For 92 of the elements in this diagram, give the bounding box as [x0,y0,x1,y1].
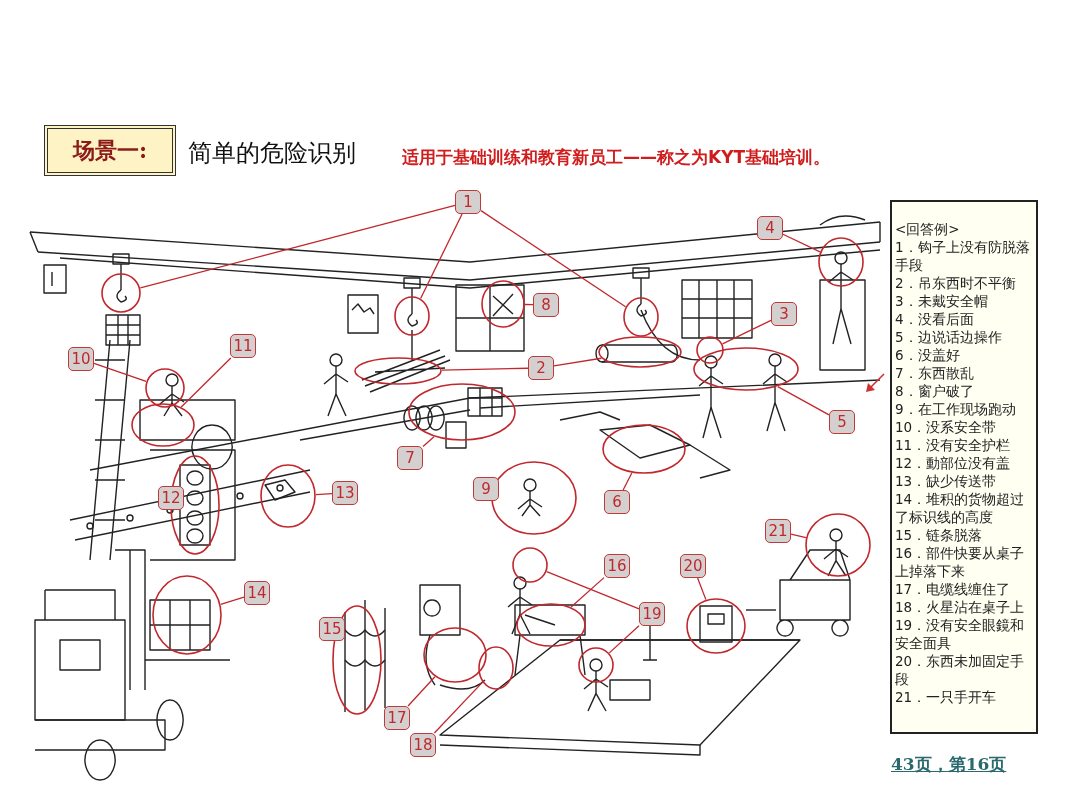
leader-line [777,385,830,416]
answer-item: 3．未戴安全帽 [895,292,989,310]
answer-item: 8．窗户破了 [895,382,975,400]
leader-line [553,357,602,367]
answer-item: 11．没有安全护栏 [895,436,1012,454]
answer-item: 12．動部位没有盖 [895,454,1012,472]
answer-item: 7．东西散乱 [895,364,975,382]
leader-line [139,204,456,289]
hazard-ellipse [623,297,659,337]
hazard-ellipse [145,368,185,408]
hazard-ellipse [131,403,195,447]
answer-item: 17．电缆线缠住了 [895,580,1012,598]
answer-item: 6．没盖好 [895,346,961,364]
leader-line [441,367,529,371]
callout-number: 17 [384,706,410,730]
leader-line [782,233,821,253]
hazard-ellipse [423,627,487,683]
hazard-ellipse [152,575,222,655]
list-heading: <回答例> [895,220,961,238]
answer-item: 16．部件快要从桌子上掉落下来 [895,544,1026,580]
answer-item: 4．没看后面 [895,310,975,328]
hazard-ellipse [408,383,516,441]
answer-item: 19．没有安全眼鏡和安全面具 [895,616,1026,652]
hazard-ellipse [260,464,316,528]
callout-number: 20 [680,554,706,578]
hazard-ellipse [602,424,686,474]
answer-item: 21．一只手开车 [895,688,998,706]
leader-line [419,213,463,300]
answer-item: 5．边说话边操作 [895,328,1003,346]
leader-line [622,472,633,491]
leader-line [315,493,333,496]
leader-line [422,436,435,448]
callout-number: 14 [244,581,270,605]
page-number-link: 43页，第16页 [891,753,1007,776]
callout-number: 6 [604,490,630,514]
hazard-ellipse [696,336,724,364]
leader-line [93,362,147,383]
answer-item: 18．火星沾在桌子上 [895,598,1026,616]
callout-number: 3 [771,302,797,326]
callout-number: 13 [332,481,358,505]
hazard-ellipse [805,513,871,577]
callout-number: 18 [410,733,436,757]
leader-line [407,676,436,707]
callout-number: 19 [639,602,665,626]
answer-item: 10．没系安全带 [895,418,998,436]
hazard-ellipse [481,280,525,328]
title-box: 场景一: [44,125,176,176]
leader-line [480,210,627,308]
leader-line [790,533,807,539]
callout-number: 10 [68,347,94,371]
answer-item: 1．钩子上没有防脱落手段 [895,238,1031,274]
subtitle-text: 适用于基础训练和教育新员工——称之为KYT基础培训。 [402,146,831,169]
hazard-ellipse [478,646,514,690]
leader-line [433,681,483,734]
hazard-ellipse [818,237,864,287]
hazard-ellipse [491,461,577,535]
answer-item: 2．吊东西时不平衡 [895,274,1017,292]
callout-number: 4 [757,216,783,240]
leader-line [220,596,245,606]
callout-number: 7 [397,446,423,470]
callout-number: 2 [528,356,554,380]
leader-line [696,577,707,601]
callout-number: 21 [765,519,791,543]
leader-line [546,571,640,610]
diagram-title: 简单的危险识别 [188,138,356,169]
hazard-ellipse [394,296,430,336]
callout-number: 15 [319,617,345,641]
hazard-ellipse [512,547,548,583]
callout-number: 8 [533,293,559,317]
answer-item: 15．链条脱落 [895,526,984,544]
callout-number: 5 [829,410,855,434]
leader-line [570,576,605,608]
callout-number: 16 [604,554,630,578]
hazard-ellipse [101,273,141,313]
callout-number: 9 [473,477,499,501]
leader-line [180,357,232,408]
leader-line [608,625,640,654]
answer-item: 14．堆积的货物超过了标识线的高度 [895,490,1026,526]
answer-item: 20．东西未加固定手段 [895,652,1026,688]
hazard-ellipse [693,347,799,391]
answer-item: 9．在工作现场跑动 [895,400,1017,418]
hazard-ellipse [598,336,682,368]
callout-number: 11 [230,334,256,358]
hazard-ellipse [516,603,586,647]
callout-number: 1 [455,190,481,214]
hazard-ellipse [354,357,442,385]
callout-number: 12 [158,486,184,510]
answer-list-panel [890,200,1038,734]
hazard-ellipse [578,647,614,683]
leader-line [721,319,772,345]
hazard-ellipse [686,598,746,654]
answer-item: 13．缺少传送带 [895,472,998,490]
